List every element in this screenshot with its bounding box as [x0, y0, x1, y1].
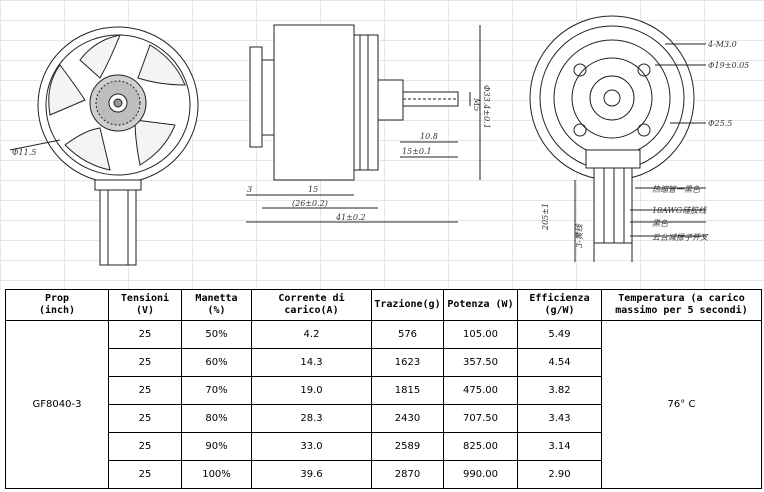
- cell-voltage: 25: [108, 348, 182, 377]
- header-efficiency: Efficienza(g/W): [517, 289, 602, 321]
- wire-note-1: 热缩管一黑色: [652, 185, 701, 194]
- rear-view: [529, 15, 706, 262]
- cell-thrust: 576: [371, 320, 444, 349]
- wire-note-4: 云台减振子开叉: [652, 233, 709, 242]
- side-dim-body-diameter: Φ33.4±0.1: [482, 85, 491, 129]
- header-voltage: Tensioni(V): [108, 289, 182, 321]
- cell-throttle: 100%: [181, 460, 252, 489]
- wire-note-3: 黑色: [652, 219, 669, 228]
- side-dim-shaft: M5: [472, 97, 481, 111]
- side-view: [246, 24, 481, 223]
- cell-efficiency: 3.82: [517, 376, 602, 405]
- cell-thrust: 2430: [371, 404, 444, 433]
- cell-voltage: 25: [108, 404, 182, 433]
- cell-current: 14.3: [251, 348, 372, 377]
- cell-thrust: 1623: [371, 348, 444, 377]
- cell-voltage: 25: [108, 320, 182, 349]
- cell-throttle: 50%: [181, 320, 252, 349]
- cell-efficiency: 2.90: [517, 460, 602, 489]
- side-dim-l2: 15±0.1: [402, 147, 432, 156]
- cell-power: 475.00: [443, 376, 518, 405]
- wire-note-2: 18AWG硅胶线: [652, 206, 707, 215]
- cell-current: 19.0: [251, 376, 372, 405]
- cell-throttle: 90%: [181, 432, 252, 461]
- side-dim-l3: 3: [247, 185, 252, 194]
- cell-efficiency: 3.43: [517, 404, 602, 433]
- table-row: 25 100% 39.6 2870 990.00 2.90: [6, 460, 762, 489]
- rear-dim-pcd: Φ19±0.05: [708, 61, 749, 70]
- cell-thrust: 2589: [371, 432, 444, 461]
- cell-voltage: 25: [108, 432, 182, 461]
- cell-throttle: 70%: [181, 376, 252, 405]
- cell-power: 357.50: [443, 348, 518, 377]
- cell-voltage: 25: [108, 460, 182, 489]
- table-row: 25 60% 14.3 1623 357.50 4.54: [6, 348, 762, 377]
- side-dim-l6: 41±0.2: [335, 213, 366, 222]
- cell-throttle: 80%: [181, 404, 252, 433]
- cell-throttle: 60%: [181, 348, 252, 377]
- cell-current: 39.6: [251, 460, 372, 489]
- rear-dim-holes: 4-M3.0: [707, 40, 737, 49]
- cell-current: 28.3: [251, 404, 372, 433]
- prop-cell: GF8040-3: [5, 320, 109, 489]
- table-row: GF8040-3 25 50% 4.2 576 105.00 5.49 76° …: [5, 320, 762, 489]
- side-dim-l4: 15: [308, 185, 318, 194]
- front-view: [9, 26, 199, 266]
- cell-power: 990.00: [443, 460, 518, 489]
- cell-voltage: 25: [108, 376, 182, 405]
- cell-power: 105.00: [443, 320, 518, 349]
- header-power: Potenza (W): [443, 289, 518, 321]
- cell-power: 825.00: [443, 432, 518, 461]
- cell-efficiency: 3.14: [517, 432, 602, 461]
- wire-side-label: 3-黄线: [575, 223, 584, 248]
- front-dim-diameter: Φ11.5: [12, 148, 36, 157]
- table-row: 25 90% 33.0 2589 825.00 3.14: [6, 432, 762, 461]
- rear-dim-wire-length: 205±1: [541, 203, 550, 231]
- cell-thrust: 1815: [371, 376, 444, 405]
- table-row: 25 80% 28.3 2430 707.50 3.43: [6, 404, 762, 433]
- temperature-cell: 76° C: [601, 320, 762, 489]
- cell-power: 707.50: [443, 404, 518, 433]
- table-header-row: Prop(inch) Tensioni(V) Manetta(%) Corren…: [5, 289, 762, 321]
- header-throttle: Manetta(%): [181, 289, 252, 321]
- header-thrust: Trazione(g): [371, 289, 444, 321]
- rear-dim-outer: Φ25.5: [708, 119, 732, 128]
- cell-efficiency: 4.54: [517, 348, 602, 377]
- cell-current: 4.2: [251, 320, 372, 349]
- cell-efficiency: 5.49: [517, 320, 602, 349]
- side-dim-l1: 10.8: [420, 132, 438, 141]
- performance-table: Prop(inch) Tensioni(V) Manetta(%) Corren…: [5, 289, 762, 489]
- motor-technical-drawing: Φ11.5 M5 Φ33.4±0.1 10.8 15±0.1 3 15 (26±…: [9, 15, 749, 266]
- cell-current: 33.0: [251, 432, 372, 461]
- side-dim-l5: (26±0.2): [292, 199, 328, 208]
- cell-thrust: 2870: [371, 460, 444, 489]
- header-prop: Prop(inch): [5, 289, 109, 321]
